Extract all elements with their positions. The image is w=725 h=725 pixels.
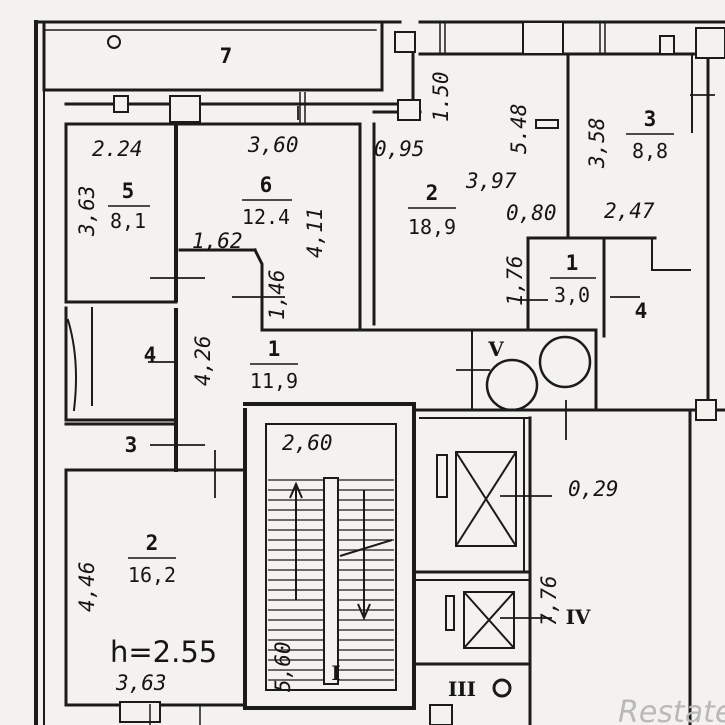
balcony-fixture-icon [107,35,121,49]
shaft-III-marker-icon [492,678,512,698]
room-4-left-number: 4 [144,343,157,367]
window-8 [535,119,559,129]
room-3-right-area: 8,8 [632,139,668,163]
windows [113,21,725,725]
room-5-area: 8,1 [110,209,146,233]
balcony-outline [34,20,384,92]
shaft-label-I: I [331,661,340,685]
room-2-left-area: 16,2 [128,563,176,587]
room-labels: 7 5 8,1 6 12.4 4 1 11,9 3 2 16,2 2 18,9 … [108,44,674,587]
vent-circle-right [538,335,592,389]
window-6 [169,95,201,123]
dim-2-47: 2,47 [604,199,655,223]
room-4-right-number: 4 [635,299,648,323]
dim-1-50: 1.50 [429,71,453,122]
room-5-number: 5 [122,179,135,203]
window-11 [429,704,453,725]
room-6-area: 12.4 [242,205,290,229]
vent-shafts [485,335,592,412]
wall-room4-outer [64,306,178,422]
shaft-label-V: V [487,337,504,361]
elevator-large [436,451,517,547]
room-2-left-number: 2 [146,531,159,555]
shaft-label-IV: IV [566,605,591,629]
dim-3-63-top: 3,63 [75,185,99,237]
window-sash-lines [149,22,606,725]
dim-2-24: 2.24 [92,137,143,161]
dim-4-46: 4,46 [75,561,99,612]
wall-vent-box [470,328,598,412]
room-3-left-number: 3 [125,433,138,457]
room-1-left-area: 11,9 [250,369,298,393]
wall-r1-inner [651,237,691,271]
watermark-text: Restate [618,695,725,725]
dim-5-60: 5,60 [271,641,295,692]
room-6-number: 6 [260,173,273,197]
elevator-small [445,591,515,649]
dim-5-48: 5.48 [507,103,531,154]
dim-7-76: 7,76 [537,575,561,626]
room-2-right-area: 18,9 [408,215,456,239]
dim-3-60: 3,60 [247,133,299,157]
dim-4-11: 4,11 [303,207,327,258]
room-1-left-number: 1 [268,337,281,361]
room-7-number: 7 [220,44,233,68]
axis-lines [148,94,715,619]
window-5 [113,95,129,113]
dim-1-46: 1,46 [265,269,289,320]
dim-3-58: 3,58 [585,117,609,169]
dim-2-60: 2,60 [282,431,333,455]
room-1-right-number: 1 [566,251,579,275]
dim-1-76: 1,76 [503,255,527,306]
wall-stair-outer [243,402,416,710]
dim-0-95: 0,95 [374,137,425,161]
window-4 [695,27,725,59]
room-2-right-number: 2 [426,181,439,205]
dim-3-97: 3,97 [465,169,517,193]
vent-circle-left [485,358,539,412]
room-1-right-area: 3,0 [554,283,590,307]
window-3 [659,35,675,55]
ceiling-height-label: h=2.55 [110,635,217,669]
dim-0-80: 0,80 [506,201,557,225]
window-7 [397,99,421,121]
room-3-right-number: 3 [644,107,657,131]
shaft-label-III: III [448,677,476,701]
dim-3-63-bottom: 3,63 [115,671,167,695]
window-1 [394,31,416,53]
shaft-labels: I III IV V [331,337,591,701]
window-2 [522,21,564,55]
window-9 [695,399,717,421]
window-10 [119,701,161,723]
wall-door-swing [66,318,77,412]
dim-4-26: 4,26 [191,335,215,386]
wall-stair-inner [265,423,397,691]
dim-0-29: 0,29 [568,477,619,501]
dimension-labels: 1.50 5.48 0,95 3,97 0,80 2.24 3,60 3,63 … [75,71,655,695]
dim-1-62: 1,62 [192,229,243,253]
stair-centre [289,477,393,685]
